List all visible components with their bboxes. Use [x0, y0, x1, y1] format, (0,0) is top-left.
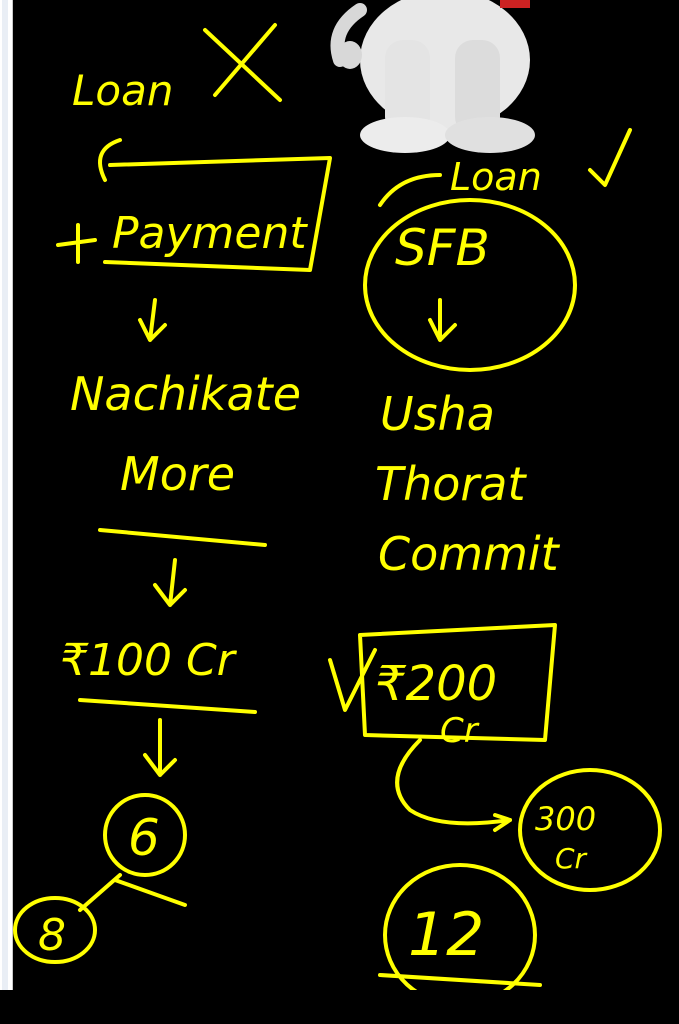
left-panel-edge: [0, 0, 13, 990]
amount-box: [358, 623, 557, 742]
x-mark-icon: [203, 23, 282, 102]
right-circle-value: 12: [408, 900, 484, 970]
sfb-circle: [363, 198, 577, 372]
total-circle: [518, 768, 662, 892]
sfb-label: SFB: [395, 219, 490, 277]
right-amount-sub: Cr: [440, 711, 480, 751]
right-amount: ₹200: [375, 656, 497, 712]
right-total-sub: Cr: [555, 842, 588, 875]
right-name-2: Thorat: [375, 457, 527, 511]
payment-box: [103, 156, 332, 272]
left-amount: ₹100 Cr: [60, 635, 238, 686]
right-name-1: Usha: [380, 387, 495, 441]
left-panel-track: [2, 0, 8, 990]
left-name-2: More: [120, 447, 235, 501]
mascot-figure-icon: [330, 0, 535, 153]
left-result-circle: [103, 793, 187, 877]
left-small-circle-value: 8: [38, 910, 66, 961]
right-name-3: Commit: [378, 527, 561, 581]
bottom-bar: [0, 990, 679, 1024]
left-small-circle: [13, 896, 97, 964]
loan-check-label: Loan: [450, 155, 542, 199]
payment-label: Payment: [112, 208, 308, 259]
left-name-1: Nachikate: [70, 367, 301, 421]
check-icon: [588, 128, 632, 187]
left-circle-value: 6: [128, 809, 160, 867]
right-total: 300: [535, 800, 596, 838]
loan-x-label: Loan: [72, 66, 173, 115]
